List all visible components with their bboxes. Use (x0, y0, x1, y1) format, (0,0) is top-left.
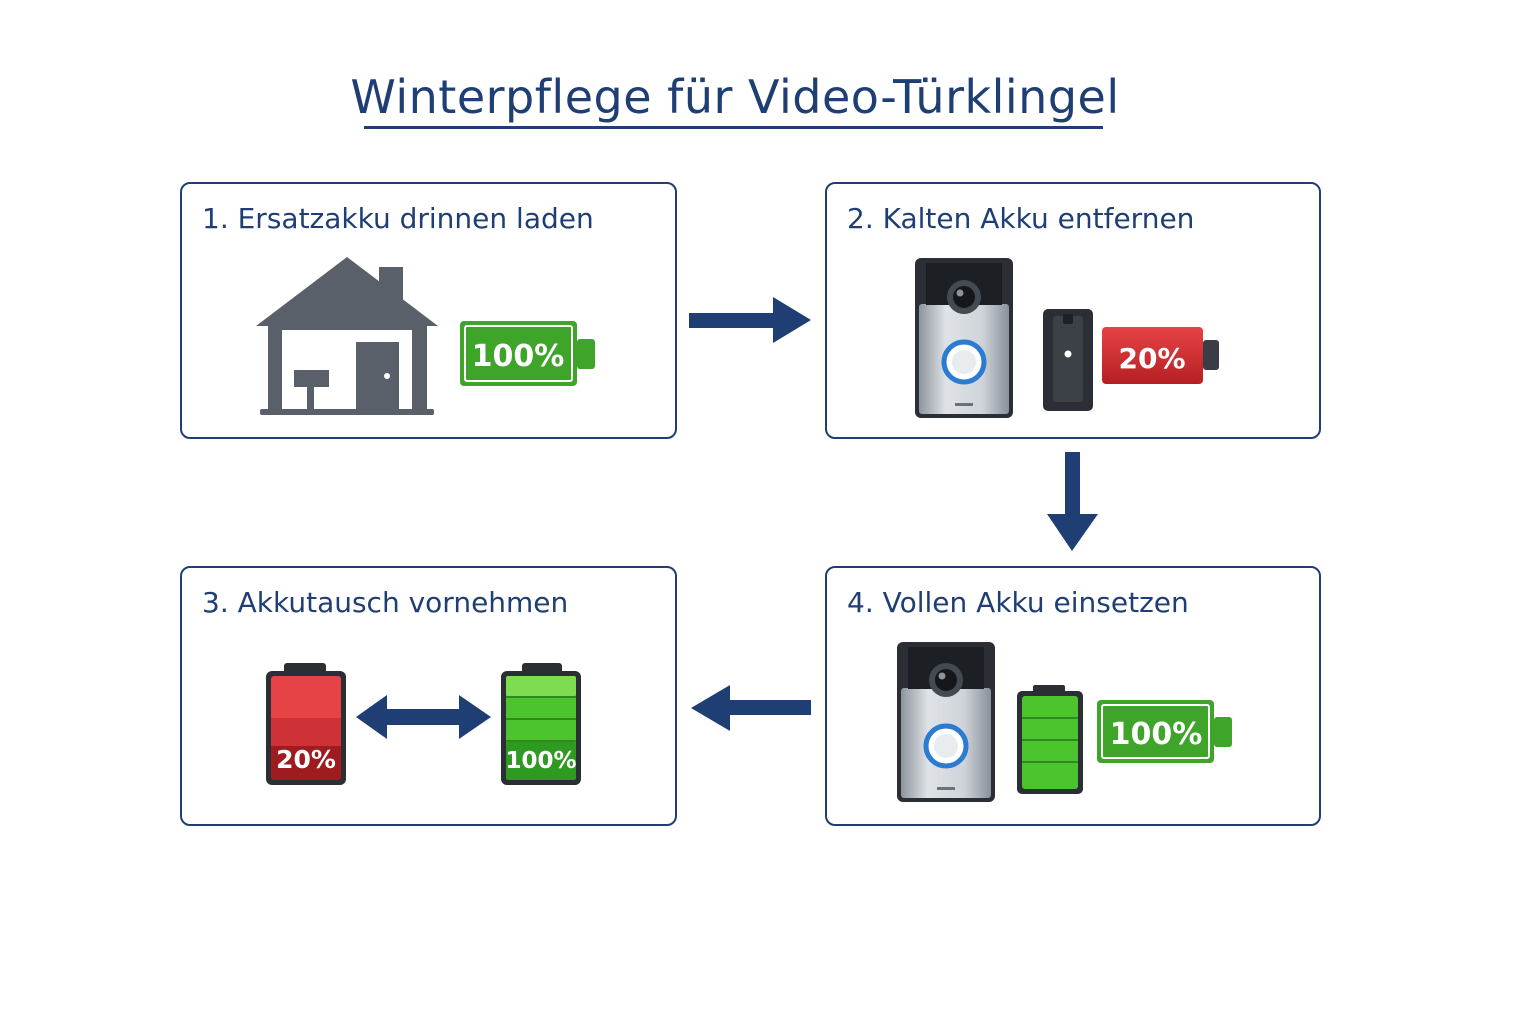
arrow-left-icon (691, 685, 811, 731)
doorbell-mount-icon (1043, 309, 1093, 411)
step-title: 4. Vollen Akku einsetzen (847, 586, 1189, 619)
battery-full-icon: 100% (1097, 700, 1232, 763)
doorbell-icon (897, 642, 995, 802)
step-title: 1. Ersatzakku drinnen laden (202, 202, 594, 235)
arrow-right-icon (689, 297, 811, 343)
step-title: 2. Kalten Akku entfernen (847, 202, 1195, 235)
step-2-illustration: 20% (915, 258, 1219, 418)
swap-arrow-icon (356, 695, 491, 739)
step-4-illustration: 100% (897, 642, 1232, 802)
step-card-3: 3. Akkutausch vornehmen 20% 100% (180, 566, 677, 826)
step-card-2: 2. Kalten Akku entfernen (825, 182, 1321, 439)
step-card-4: 4. Vollen Akku einsetzen (825, 566, 1321, 826)
title-underline (364, 126, 1103, 129)
arrow-down-icon (1047, 452, 1098, 551)
doorbell-icon (915, 258, 1013, 418)
battery-full-icon: 100% (460, 321, 595, 386)
battery-full-icon: 100% (501, 663, 581, 785)
house-icon (256, 257, 438, 415)
battery-level-label: 100% (1110, 717, 1203, 752)
page-title: Winterpflege für Video-Türklingel (350, 70, 1120, 124)
battery-low-icon: 20% (266, 663, 346, 785)
step-title: 3. Akkutausch vornehmen (202, 586, 569, 619)
battery-level-label: 100% (472, 339, 565, 374)
battery-level-label: 20% (1118, 342, 1185, 375)
battery-level-label: 20% (276, 745, 336, 774)
step-1-illustration: 100% (256, 257, 595, 415)
battery-low-icon: 20% (1102, 327, 1219, 384)
step-3-illustration: 20% 100% (266, 663, 581, 785)
battery-level-label: 100% (505, 748, 576, 774)
step-card-1: 1. Ersatzakku drinnen laden 100% (180, 182, 677, 439)
battery-full-icon (1017, 685, 1083, 794)
